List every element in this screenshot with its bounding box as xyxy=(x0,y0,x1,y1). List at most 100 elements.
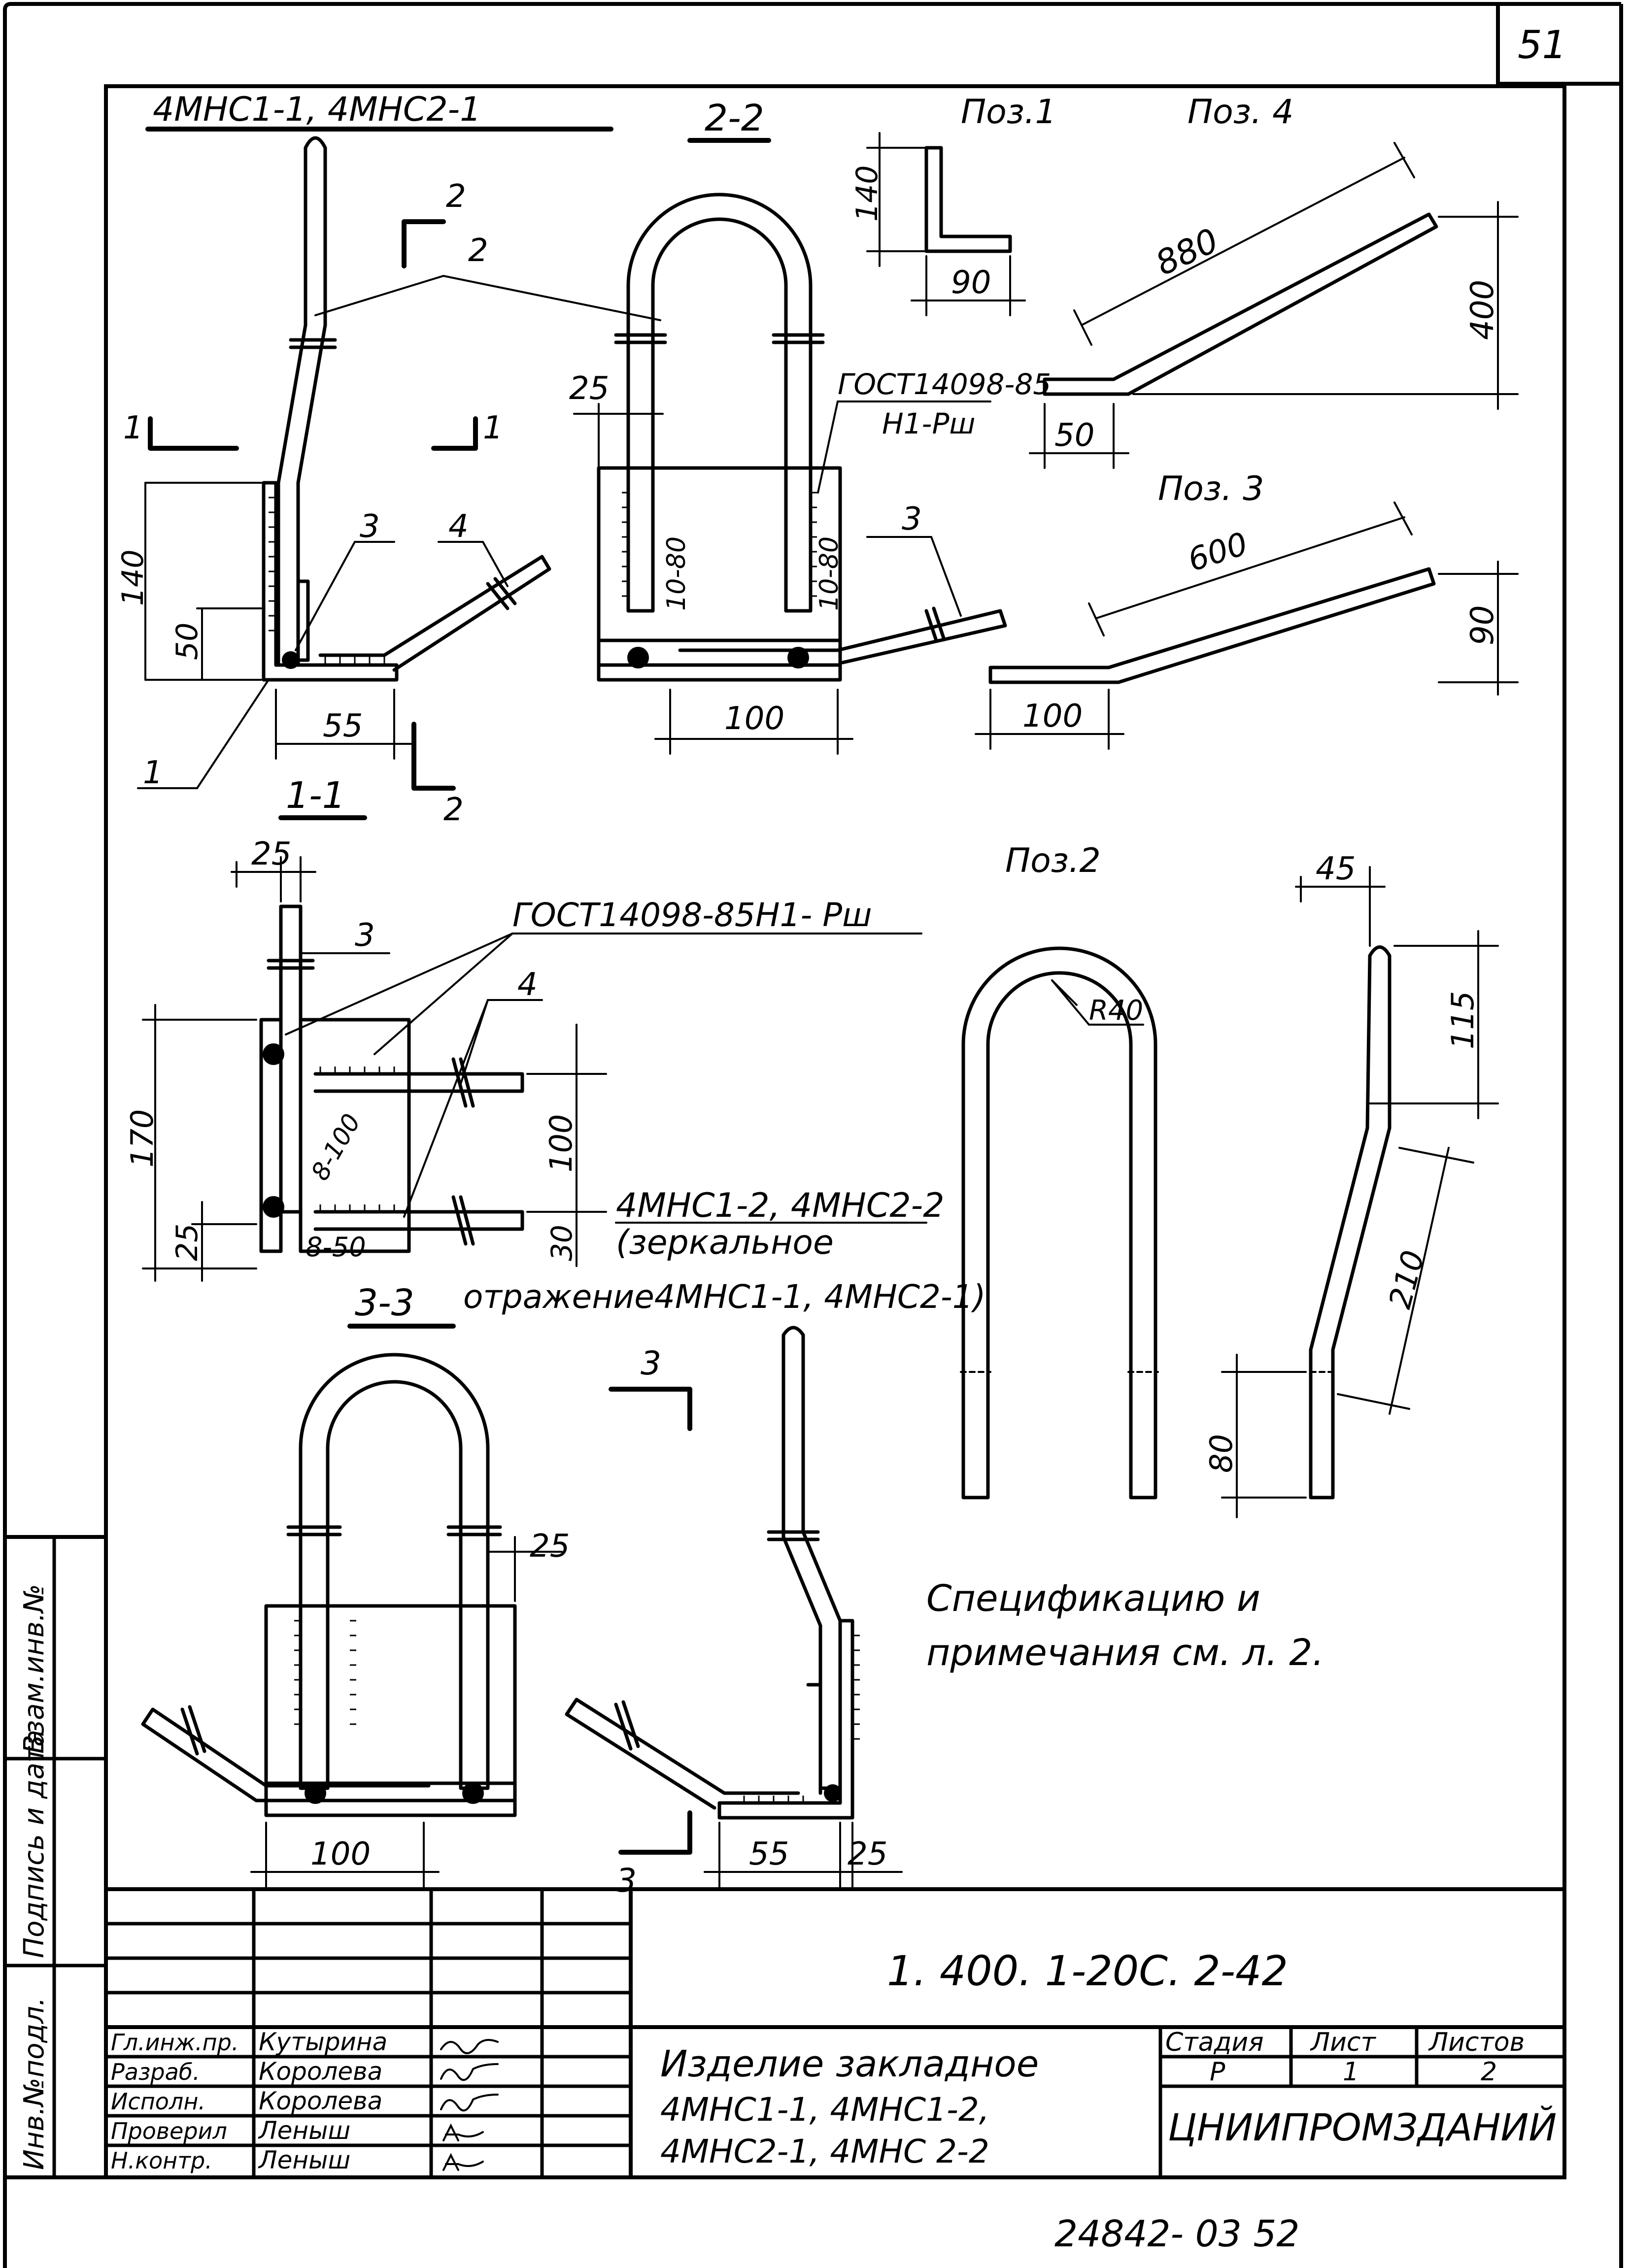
gost-11: ГОСТ14098-85Н1- Рш xyxy=(512,896,872,934)
dim-30: 30 xyxy=(545,1225,578,1261)
dim-25-sec33: 25 xyxy=(530,1528,570,1565)
staff-role-4: Проверил xyxy=(111,2118,227,2144)
page-number-box xyxy=(1496,5,1621,86)
sheet-edge xyxy=(3,2,1621,2268)
section-3-3-title: 3-3 xyxy=(355,1282,414,1324)
title-block: 1. 400. 1-20С. 2-42 Гл.инж.пр. Кутырина … xyxy=(104,1887,1566,2179)
weld-10-80-right: 10-80 xyxy=(815,536,844,611)
item-names-line1: 4МНС1-1, 4МНС1-2, xyxy=(660,2091,989,2129)
main-view-title: 4МНС1-1, 4МНС2-1 xyxy=(153,90,481,129)
sheet-header: Лист xyxy=(1310,2028,1376,2057)
note-line2: примечания см. л. 2. xyxy=(926,1632,1324,1674)
section-1-1-leader-3: 3 xyxy=(355,917,375,954)
section-1-1-leader-4: 4 xyxy=(517,967,538,1003)
stage-header: Стадия xyxy=(1165,2028,1264,2057)
view-pos-3: Поз. 3 600 90 100 xyxy=(975,469,1519,750)
dim-55: 55 xyxy=(323,708,363,744)
pos-4-label: Поз. 4 xyxy=(1188,93,1293,132)
sheets-value: 2 xyxy=(1481,2057,1497,2087)
view-section-3-3: 3-3 100 25 xyxy=(141,1282,570,1888)
staff-name-2: Королева xyxy=(259,2057,382,2086)
cut-2-bottom: 2 xyxy=(443,792,464,828)
mirror-note-line1: 4МНС1-2, 4МНС2-2 xyxy=(616,1186,944,1225)
signatures xyxy=(440,2039,499,2171)
cut-1-left: 1 xyxy=(123,410,143,446)
staff-name-5: Леныш xyxy=(258,2146,350,2174)
dim-170: 170 xyxy=(124,1109,160,1167)
note-line1: Спецификацию и xyxy=(926,1577,1260,1620)
gost-22-line2: Н1-Рш xyxy=(882,407,976,440)
dim-90-pos1: 90 xyxy=(951,265,991,301)
cut-3-bottom: 3 xyxy=(616,1862,637,1900)
staff-role-1: Гл.инж.пр. xyxy=(111,2029,239,2056)
view-section-1-1: 8-100 8-50 3 ГОСТ14098-85Н1- Рш 4 25 170… xyxy=(124,836,922,1282)
view-main: 4МНС1-1, 4МНС2-1 2 1 xyxy=(116,90,661,828)
leader-1-label: 1 xyxy=(143,755,163,791)
staff-name-1: Кутырина xyxy=(259,2028,387,2056)
bottom-code: 24842- 03 52 xyxy=(1054,2213,1299,2255)
stage-value: Р xyxy=(1210,2057,1225,2087)
side-stamp-inv: Инв.№подл. xyxy=(18,1997,50,2170)
leader-4-label: 4 xyxy=(448,508,469,545)
item-title: Изделие закладное xyxy=(660,2043,1039,2085)
dim-25-sec11-b: 25 xyxy=(170,1224,204,1261)
weld-10-80-left: 10-80 xyxy=(662,536,691,611)
gost-22-line1: ГОСТ14098-85 xyxy=(838,367,1051,401)
dim-140-pos1: 140 xyxy=(850,165,884,222)
cut-2-label: 2 xyxy=(446,178,466,215)
section-2-2-leader-3: 3 xyxy=(902,501,922,537)
cut-3-top: 3 xyxy=(641,1344,661,1382)
staff-name-3: Королева xyxy=(259,2087,382,2115)
staff-name-4: Леныш xyxy=(258,2116,350,2145)
cut-1-right: 1 xyxy=(483,410,503,446)
weld-8-100: 8-100 xyxy=(306,1109,366,1185)
dim-140: 140 xyxy=(116,549,150,606)
dim-25-elev: 25 xyxy=(848,1836,887,1872)
mirror-note-line3: отражение4МНС1-1, 4МНС2-1) xyxy=(463,1278,985,1316)
dim-50-pos4: 50 xyxy=(1054,417,1094,454)
view-pos-2: Поз.2 R40 45 115 210 80 xyxy=(960,841,1499,1518)
organization: ЦНИИПРОМЗДАНИЙ xyxy=(1168,2105,1557,2149)
dim-115: 115 xyxy=(1445,991,1481,1049)
side-stamp-sign-date: Подпись и дата xyxy=(18,1730,50,1958)
dim-80: 80 xyxy=(1203,1434,1239,1473)
side-stamp-replace: Взам.инв.№ xyxy=(18,1584,50,1754)
dim-100-pos3: 100 xyxy=(1022,698,1083,734)
view-section-2-2: 2-2 10-80 10-80 ГОСТ14098-85 Н1-Рш xyxy=(569,97,1051,755)
page-number: 51 xyxy=(1518,23,1566,67)
dim-55-elev: 55 xyxy=(749,1836,789,1872)
dim-100-sec22: 100 xyxy=(724,700,784,737)
dim-400: 400 xyxy=(1464,280,1501,340)
staff-role-2: Разраб. xyxy=(111,2059,200,2085)
item-names-line2: 4МНС2-1, 4МНС 2-2 xyxy=(660,2133,989,2170)
mirror-note-line2: (зеркальное xyxy=(616,1223,834,1262)
leader-3-label: 3 xyxy=(360,508,380,545)
view-pos-1: Поз.1 140 90 xyxy=(850,93,1056,316)
section-1-1-title: 1-1 xyxy=(286,774,345,817)
dim-210: 210 xyxy=(1382,1247,1431,1312)
side-stamp: Взам.инв.№ Подпись и дата Инв.№подл. xyxy=(3,1535,108,2179)
view-elevation-3: 3 3 55 25 xyxy=(565,1326,903,1900)
sheet-value: 1 xyxy=(1343,2057,1359,2087)
document-code: 1. 400. 1-20С. 2-42 xyxy=(887,1947,1288,1995)
weld-8-50: 8-50 xyxy=(306,1232,366,1263)
staff-role-3: Исполн. xyxy=(111,2088,205,2115)
dim-100-sec33: 100 xyxy=(310,1836,371,1872)
pos-1-label: Поз.1 xyxy=(961,93,1056,132)
radius-label: R40 xyxy=(1089,995,1143,1027)
dim-25-sec22: 25 xyxy=(569,370,609,407)
dim-45: 45 xyxy=(1316,851,1356,887)
leader-2-label: 2 xyxy=(468,233,488,269)
section-2-2-title: 2-2 xyxy=(705,97,764,139)
pos-2-label: Поз.2 xyxy=(1005,841,1101,880)
dim-50: 50 xyxy=(170,623,204,660)
dim-90-pos3: 90 xyxy=(1464,605,1501,645)
view-pos-4: Поз. 4 880 400 50 xyxy=(1029,93,1519,469)
pos-3-label: Поз. 3 xyxy=(1158,469,1264,508)
dim-880: 880 xyxy=(1150,221,1224,283)
dim-100-sec11: 100 xyxy=(543,1114,579,1172)
dim-25-sec11: 25 xyxy=(251,836,291,872)
sheets-header: Листов xyxy=(1428,2028,1525,2057)
mirror-note: 4МНС1-2, 4МНС2-2 (зеркальное отражение4М… xyxy=(463,1186,985,1316)
